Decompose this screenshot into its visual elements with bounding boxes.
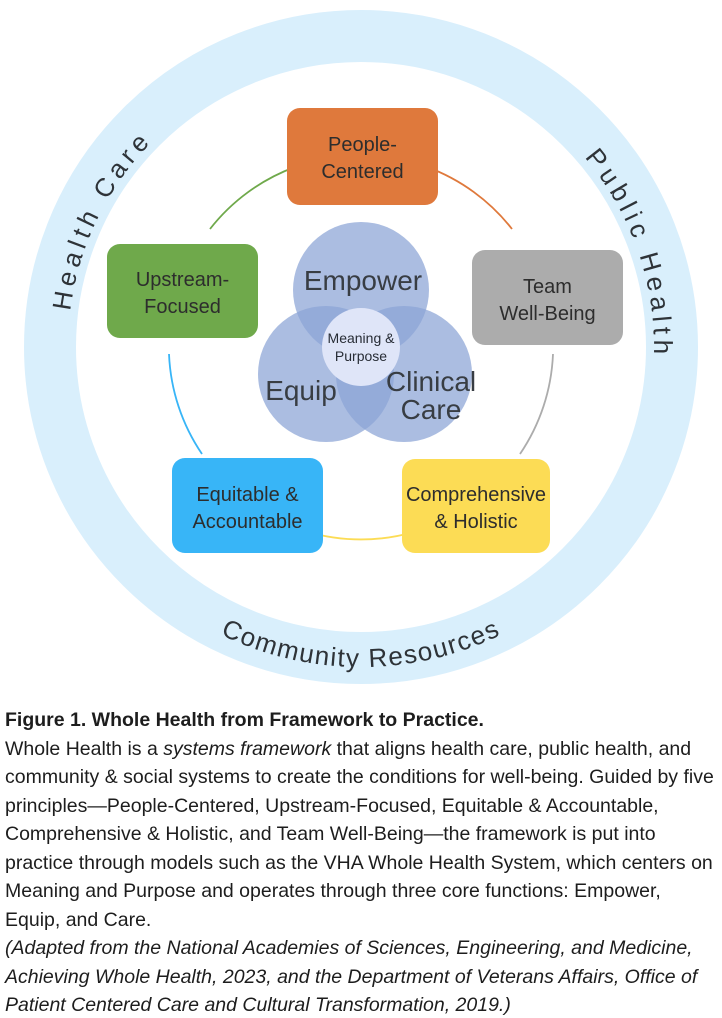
caption-source: (Adapted from the National Academies of … <box>5 934 714 1018</box>
venn-label-care: Care <box>401 394 462 425</box>
box-people-centered-line2: Centered <box>321 161 403 183</box>
box-team-well-being-line2: Well-Being <box>499 303 595 325</box>
box-comprehensive-holistic-line1: Comprehensive <box>406 484 546 506</box>
box-equitable-accountable <box>172 458 323 553</box>
box-team-well-being-line1: Team <box>523 276 572 298</box>
box-comprehensive-holistic <box>402 459 550 553</box>
connector-arc-gray <box>519 353 554 455</box>
outer-ring <box>24 10 698 684</box>
figure-caption: Figure 1. Whole Health from Framework to… <box>0 706 722 1018</box>
caption-title: Figure 1. Whole Health from Framework to… <box>5 709 484 731</box>
box-people-centered <box>287 108 438 205</box>
box-team-well-being <box>472 250 623 345</box>
connector-arc-orange <box>426 166 513 230</box>
venn-center-label-purpose: Purpose <box>335 348 387 364</box>
caption-body-italic: systems framework <box>163 737 332 760</box>
caption-source-text: (Adapted from the National Academies of … <box>5 937 698 1016</box>
connector-arc-yellow <box>307 531 415 541</box>
caption-body: Whole Health is a systems framework that… <box>5 735 714 935</box>
caption-body-text-2: that aligns health care, public health, … <box>5 737 714 931</box>
connector-arc-green <box>209 166 296 230</box>
box-people-centered-line1: People- <box>328 134 397 156</box>
whole-health-diagram: Health Care Public Health Community Reso… <box>24 10 698 684</box>
venn-center-label-meaning: Meaning & <box>328 330 396 346</box>
box-equitable-accountable-line1: Equitable & <box>196 484 299 506</box>
venn-label-clinical: Clinical <box>386 366 476 397</box>
venn-center-circle <box>322 308 400 386</box>
principle-boxes: People- Centered Upstream- Focused Team … <box>107 108 623 553</box>
venn-label-equip: Equip <box>265 375 337 406</box>
box-upstream-focused <box>107 244 258 338</box>
box-equitable-accountable-line2: Accountable <box>192 511 302 533</box>
box-comprehensive-holistic-line2: & Holistic <box>434 511 517 533</box>
connector-arc-blue <box>168 353 203 455</box>
box-upstream-focused-line2: Focused <box>144 296 221 318</box>
box-upstream-focused-line1: Upstream- <box>136 269 229 291</box>
venn-diagram: Empower Equip Clinical Care Meaning & Pu… <box>258 222 476 442</box>
venn-label-empower: Empower <box>304 265 422 296</box>
caption-body-text-1: Whole Health is a <box>5 737 164 760</box>
